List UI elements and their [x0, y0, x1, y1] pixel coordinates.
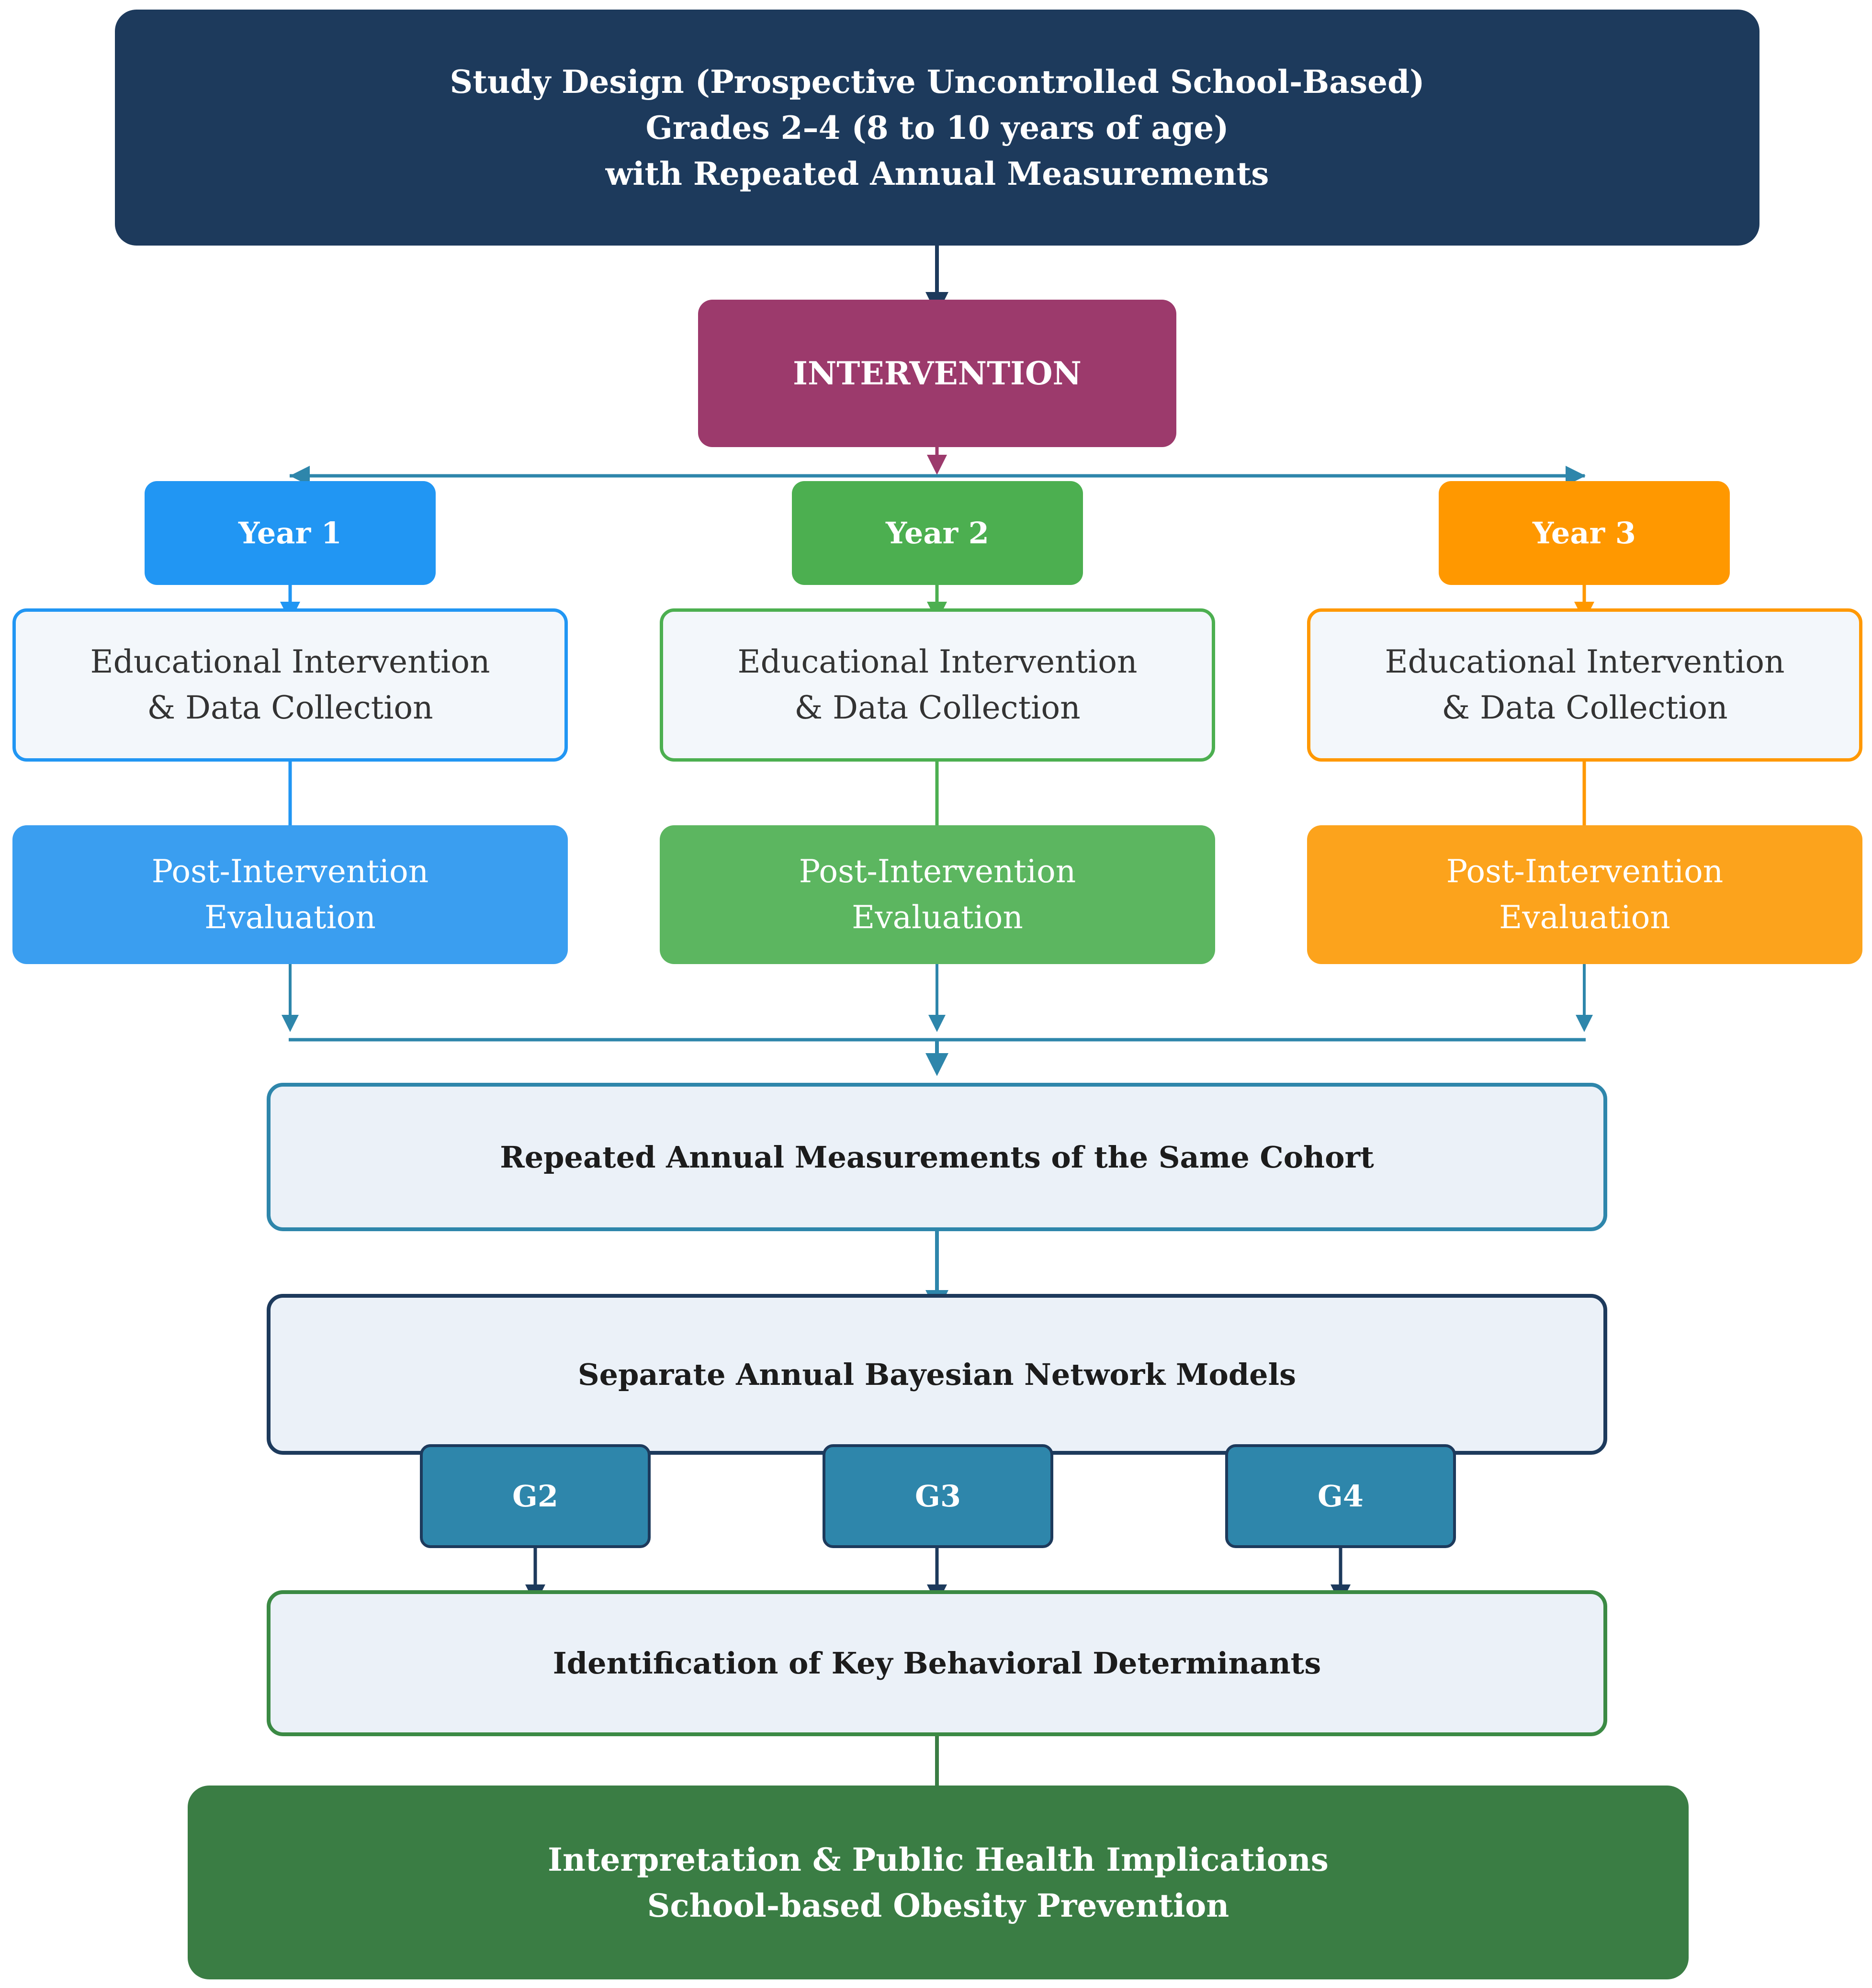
year-3-edu-line2: & Data Collection: [1442, 689, 1728, 726]
repeated-measurements-box: Repeated Annual Measurements of the Same…: [267, 1083, 1607, 1231]
study-design-line2: Grades 2–4 (8 to 10 years of age): [645, 109, 1229, 146]
year-1-edu-line1: Educational Intervention: [90, 643, 490, 680]
key-determinants-label: Identification of Key Behavioral Determi…: [553, 1646, 1321, 1681]
year-2-post-intervention-box: Post-Intervention Evaluation: [660, 825, 1215, 964]
implications-line1: Interpretation & Public Health Implicati…: [548, 1841, 1329, 1878]
grade-g2-box: G2: [420, 1444, 651, 1548]
grade-g4-label: G4: [1317, 1479, 1364, 1514]
grade-g4-box: G4: [1225, 1444, 1456, 1548]
study-design-box: Study Design (Prospective Uncontrolled S…: [115, 10, 1759, 246]
year-1-edu-line2: & Data Collection: [147, 689, 433, 726]
year-1-box: Year 1: [145, 481, 436, 585]
year-2-educational-intervention-box: Educational Intervention & Data Collecti…: [660, 608, 1215, 762]
year-3-educational-intervention-box: Educational Intervention & Data Collecti…: [1307, 608, 1862, 762]
year-2-label: Year 2: [886, 516, 989, 550]
intervention-label: INTERVENTION: [793, 355, 1082, 392]
grade-g3-box: G3: [823, 1444, 1053, 1548]
key-determinants-box: Identification of Key Behavioral Determi…: [267, 1590, 1607, 1736]
year-1-post-line2: Evaluation: [204, 899, 376, 936]
implications-box: Interpretation & Public Health Implicati…: [188, 1786, 1689, 1979]
implications-line2: School-based Obesity Prevention: [647, 1887, 1229, 1924]
year-1-educational-intervention-box: Educational Intervention & Data Collecti…: [12, 608, 568, 762]
year-3-post-intervention-box: Post-Intervention Evaluation: [1307, 825, 1862, 964]
year-3-box: Year 3: [1439, 481, 1730, 585]
study-design-line3: with Repeated Annual Measurements: [605, 155, 1269, 192]
year-3-label: Year 3: [1533, 516, 1636, 550]
year-3-post-line1: Post-Intervention: [1446, 853, 1724, 890]
bayesian-models-label: Separate Annual Bayesian Network Models: [577, 1357, 1297, 1392]
grade-g2-label: G2: [512, 1479, 559, 1514]
study-design-line1: Study Design (Prospective Uncontrolled S…: [450, 63, 1425, 101]
year-1-label: Year 1: [238, 516, 342, 550]
year-3-post-line2: Evaluation: [1499, 899, 1670, 936]
year-3-edu-line1: Educational Intervention: [1385, 643, 1785, 680]
year-2-edu-line2: & Data Collection: [794, 689, 1081, 726]
intervention-box: INTERVENTION: [698, 300, 1176, 447]
year-2-post-line2: Evaluation: [852, 899, 1023, 936]
grade-g3-label: G3: [914, 1479, 961, 1514]
year-1-post-intervention-box: Post-Intervention Evaluation: [12, 825, 568, 964]
year-2-box: Year 2: [792, 481, 1083, 585]
year-2-post-line1: Post-Intervention: [799, 853, 1076, 890]
bayesian-models-box: Separate Annual Bayesian Network Models: [267, 1294, 1607, 1455]
year-2-edu-line1: Educational Intervention: [737, 643, 1138, 680]
year-1-post-line1: Post-Intervention: [151, 853, 429, 890]
repeated-measurements-label: Repeated Annual Measurements of the Same…: [500, 1139, 1374, 1175]
